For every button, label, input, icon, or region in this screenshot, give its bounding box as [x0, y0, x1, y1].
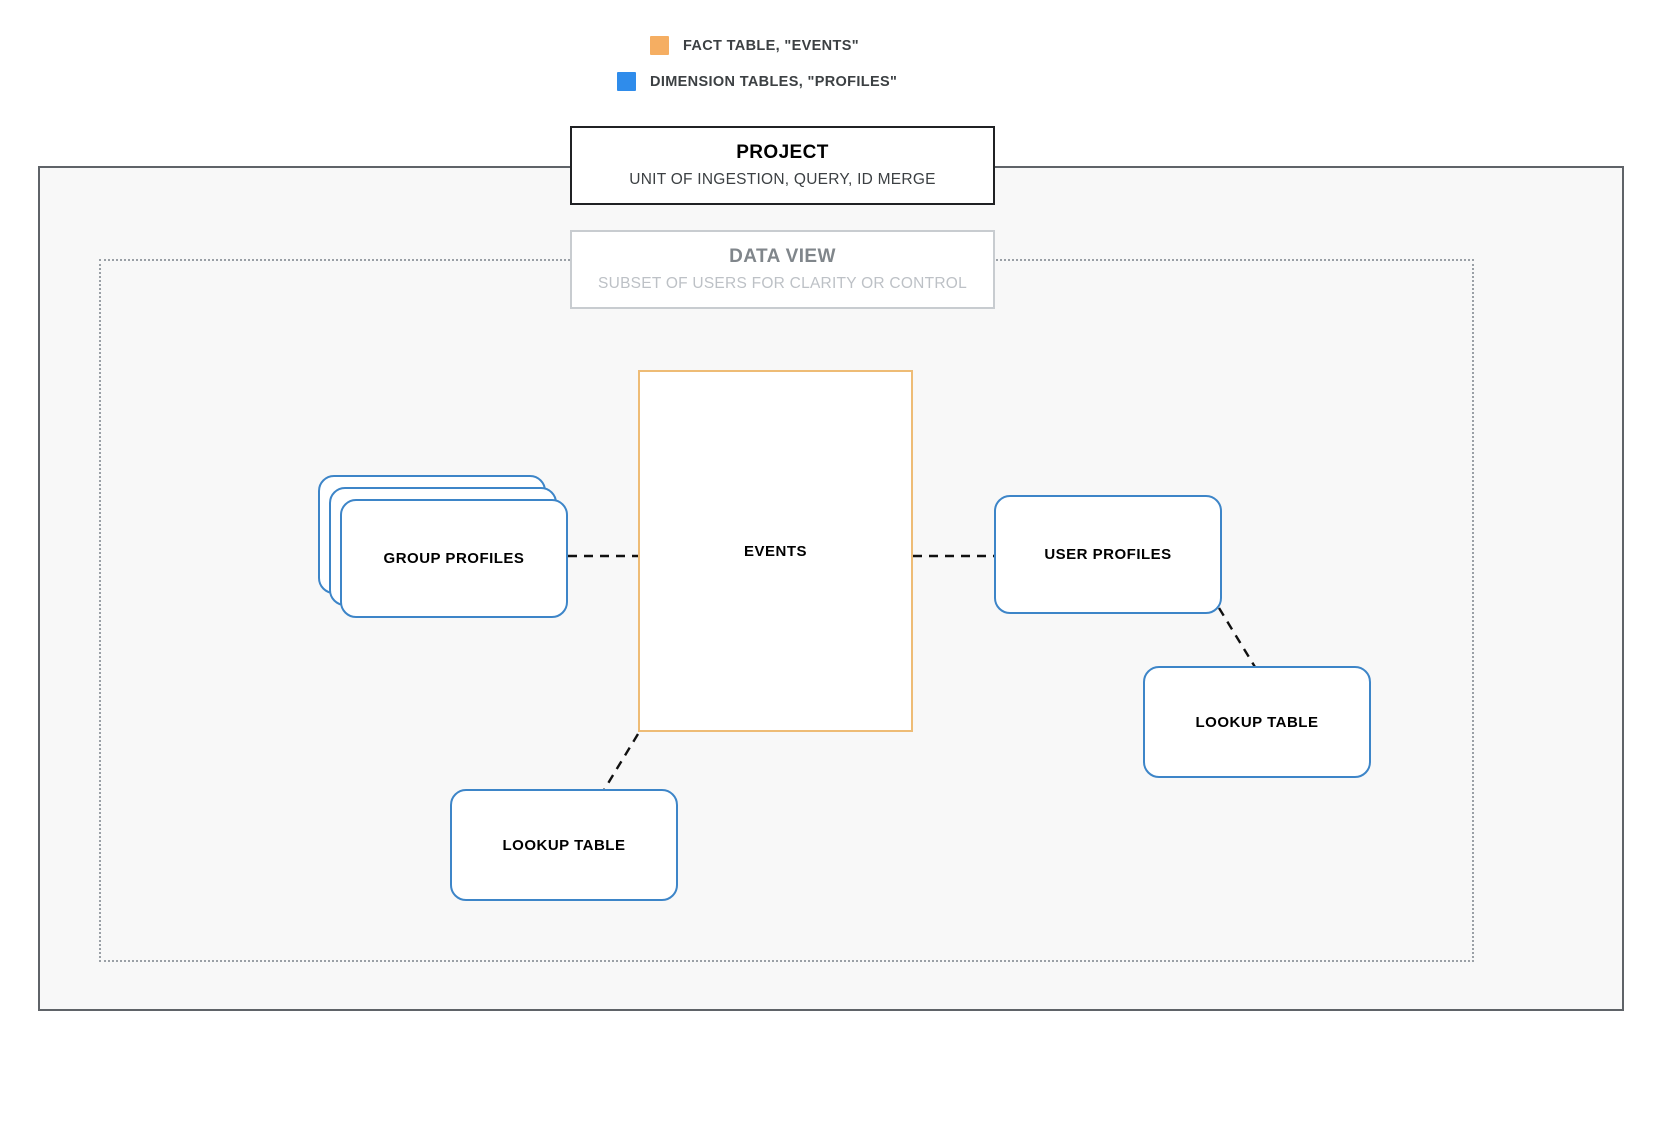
- node-events[interactable]: EVENTS: [638, 370, 913, 732]
- data-view-title: DATA VIEW: [729, 245, 836, 267]
- node-events-label: EVENTS: [743, 542, 807, 560]
- node-group-profiles-label: GROUP PROFILES: [383, 550, 525, 567]
- legend-item-label: FACT TABLE, "EVENTS": [683, 37, 859, 54]
- project-subtitle: UNIT OF INGESTION, QUERY, ID MERGE: [629, 171, 936, 189]
- legend-item-fact-table: FACT TABLE, "EVENTS": [650, 36, 859, 55]
- square-swatch-icon: [650, 36, 669, 55]
- square-swatch-icon: [617, 72, 636, 91]
- project-label-box: PROJECT UNIT OF INGESTION, QUERY, ID MER…: [570, 126, 995, 205]
- node-user-profiles[interactable]: USER PROFILES: [994, 495, 1222, 614]
- legend: FACT TABLE, "EVENTS" DIMENSION TABLES, "…: [0, 28, 1664, 108]
- node-group-profiles[interactable]: GROUP PROFILES: [340, 499, 568, 618]
- node-user-profiles-label: USER PROFILES: [1044, 546, 1172, 563]
- legend-item-dimension-tables: DIMENSION TABLES, "PROFILES": [617, 72, 897, 91]
- node-lookup-table-left-label: LOOKUP TABLE: [502, 836, 626, 854]
- legend-item-label: DIMENSION TABLES, "PROFILES": [650, 73, 898, 90]
- node-lookup-table-right[interactable]: LOOKUP TABLE: [1143, 666, 1371, 778]
- data-view-label-box: DATA VIEW SUBSET OF USERS FOR CLARITY OR…: [570, 230, 995, 309]
- project-title: PROJECT: [736, 141, 829, 163]
- node-lookup-table-right-label: LOOKUP TABLE: [1195, 713, 1319, 731]
- data-view-subtitle: SUBSET OF USERS FOR CLARITY OR CONTROL: [598, 275, 967, 293]
- node-lookup-table-left[interactable]: LOOKUP TABLE: [450, 789, 678, 901]
